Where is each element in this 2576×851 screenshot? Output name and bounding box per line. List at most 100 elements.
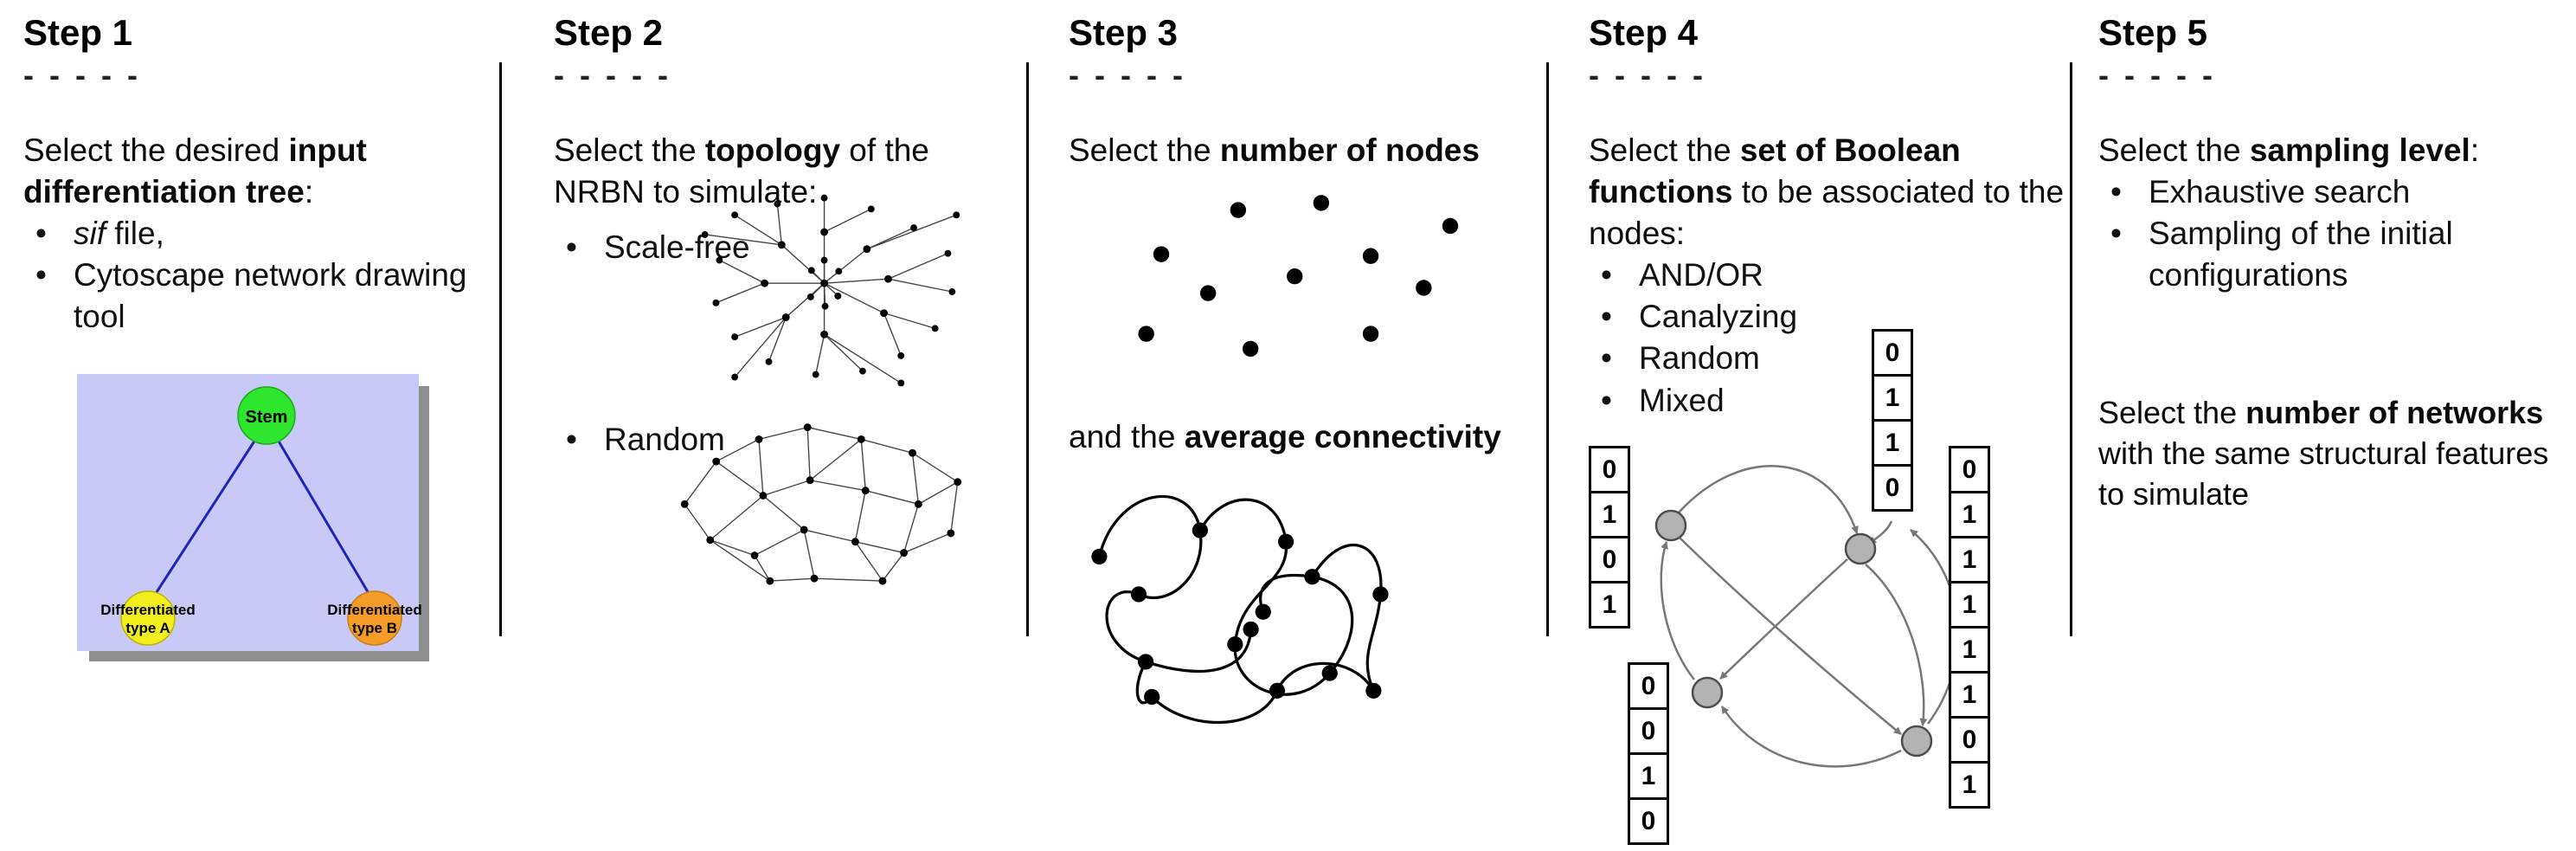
divider-4 xyxy=(2070,62,2072,636)
text-segment: file, xyxy=(106,216,164,252)
bullet-cytoscape: • Cytoscape network drawing tool xyxy=(23,255,508,338)
truth-table-cell: 0 xyxy=(1949,446,1990,493)
divider-1 xyxy=(499,62,502,636)
random-network-svg xyxy=(680,423,962,585)
step-4-instruction: Select the set of Boolean functions to b… xyxy=(1589,130,2073,255)
stem-node xyxy=(237,386,296,445)
step-5-instruction-sampling: Select the sampling level: xyxy=(2098,130,2573,171)
bullet-marker: • xyxy=(1601,340,1612,377)
bullet-text: sif file, xyxy=(74,213,508,255)
text-segment-bold: sampling level xyxy=(2249,132,2470,168)
bullet-text: AND/OR xyxy=(1639,257,1763,293)
bullet-exhaustive-search: • Exhaustive search xyxy=(2098,171,2573,213)
nodes-dots-figure xyxy=(1095,185,1475,393)
step-1-title: Step 1 xyxy=(23,12,133,53)
step-5-dashes: - - - - - xyxy=(2098,57,2216,93)
connectivity-tangle-figure xyxy=(1069,455,1419,737)
truth-table-cell: 0 xyxy=(1628,797,1669,845)
type-a-node xyxy=(120,590,176,646)
bullet-canalyzing: • Canalyzing xyxy=(1589,296,2073,338)
text-segment-bold: input differentiation tree xyxy=(23,132,367,210)
differentiation-tree-figure: Stem Differentiated type A Differentiate… xyxy=(77,374,432,664)
network-node xyxy=(1654,509,1687,542)
text-segment: Select the xyxy=(2098,132,2250,168)
truth-table-cell: 0 xyxy=(1589,536,1630,583)
text-segment: : xyxy=(304,174,314,210)
boolean-network-nodes xyxy=(1654,509,1933,758)
step-4-dashes: - - - - - xyxy=(1589,57,1706,93)
bullet-marker: • xyxy=(566,422,577,457)
text-segment: of the NRBN to simulate: xyxy=(554,132,929,210)
bullet-marker: • xyxy=(1601,382,1612,418)
step-3-instruction-nodes: Select the number of nodes xyxy=(1069,130,1549,171)
text-segment: and the xyxy=(1069,419,1185,455)
stem-label: Stem xyxy=(246,408,288,427)
bullet-marker: • xyxy=(2110,174,2122,210)
step-5-instruction-networks: Select the number of networks with the s… xyxy=(2098,393,2576,514)
connectivity-tangle-svg xyxy=(1091,494,1389,725)
text-segment-bold: set of Boolean functions xyxy=(1589,132,1961,210)
type-b-node xyxy=(347,590,402,646)
tree-edge-left xyxy=(153,439,257,596)
step-2-panel: Step 2 - - - - - Select the topology of … xyxy=(554,12,1021,843)
truth-table-cell: 1 xyxy=(1949,491,1990,538)
truth-table-cell: 1 xyxy=(1949,626,1990,674)
differentiation-tree-svg: Stem Differentiated type A Differentiate… xyxy=(77,374,429,661)
divider-3 xyxy=(1546,62,1549,636)
truth-table-cell: 1 xyxy=(1872,374,1913,422)
bullet-sampling-initial: • Sampling of the initial configurations xyxy=(2098,213,2573,296)
step-1-panel: Step 1 - - - - - Select the desired inpu… xyxy=(23,12,508,843)
text-segment: Select the xyxy=(554,132,705,168)
type-b-label-line1: Differentiated xyxy=(327,602,422,618)
step-1-dashes: - - - - - xyxy=(23,57,141,93)
text-segment-bold: number of nodes xyxy=(1219,132,1480,168)
step-2-instruction: Select the topology of the NRBN to simul… xyxy=(554,130,1021,213)
type-b-label-line2: type B xyxy=(352,620,397,636)
tangle-nodes xyxy=(1091,522,1389,706)
truth-table-cell: 1 xyxy=(1589,491,1630,538)
step-5-title: Step 5 xyxy=(2098,12,2208,53)
nodes-dots-svg xyxy=(1138,195,1459,358)
type-a-label-line2: type A xyxy=(125,620,170,636)
truth-table-cell: 0 xyxy=(1949,716,1990,764)
type-a-label-line1: Differentiated xyxy=(100,602,196,618)
truth-table-cell: 0 xyxy=(1589,446,1630,493)
truth-table-cell: 1 xyxy=(1872,419,1913,467)
random-network-edges xyxy=(684,426,959,582)
truth-table-cell: 1 xyxy=(1628,752,1669,800)
step-3-panel: Step 3 - - - - - Select the number of no… xyxy=(1069,12,1549,843)
bullet-text: Sampling of the initial configurations xyxy=(2149,216,2453,293)
bullet-text: Exhaustive search xyxy=(2149,174,2411,210)
step-5-panel: Step 5 - - - - - Select the sampling lev… xyxy=(2098,12,2573,843)
scale-free-network-figure xyxy=(684,184,973,400)
bullet-text: Scale-free xyxy=(604,229,750,265)
text-segment: Select the xyxy=(1589,132,1740,168)
bullet-text: Random xyxy=(604,422,725,457)
text-segment: to be associated to the nodes: xyxy=(1589,174,2065,252)
network-node xyxy=(1900,725,1933,758)
step-1-instruction: Select the desired input differentiation… xyxy=(23,130,508,213)
truth-table-cell: 1 xyxy=(1589,581,1630,629)
step-4-panel: Step 4 - - - - - Select the set of Boole… xyxy=(1589,12,2073,845)
bullet-marker: • xyxy=(2110,216,2122,252)
random-network-nodes xyxy=(680,423,962,585)
scale-free-network-svg xyxy=(701,194,960,387)
truth-table-cell: 1 xyxy=(1949,536,1990,583)
bullet-sif-file: • sif file, xyxy=(23,213,508,255)
tree-edge-right xyxy=(276,439,371,596)
bullet-text: Mixed xyxy=(1639,382,1725,418)
bullet-text: Canalyzing xyxy=(1639,299,1798,335)
truth-table-cell: 0 xyxy=(1628,662,1669,710)
step-3-title: Step 3 xyxy=(1069,12,1179,53)
bullet-mixed: • Mixed xyxy=(1589,380,2073,422)
truth-table-cell: 0 xyxy=(1628,707,1669,755)
bullet-scale-free: • Scale-free xyxy=(554,227,813,268)
text-segment: Select the desired xyxy=(23,132,289,168)
tangle-edges xyxy=(1097,494,1383,725)
bullet-text: Cytoscape network drawing tool xyxy=(74,257,467,335)
